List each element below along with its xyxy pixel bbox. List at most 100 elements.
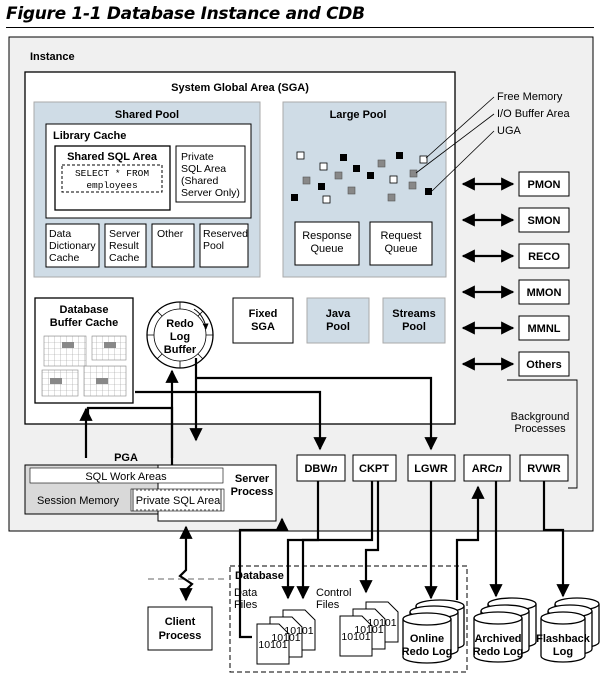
reserved-label-2: Pool <box>203 240 224 252</box>
instance-arrows <box>79 358 438 465</box>
data-file-bits-1: 10101 <box>284 625 313 637</box>
client-label-2: Process <box>159 630 202 642</box>
rvwr-box <box>519 454 569 482</box>
arcn-label: ARCn <box>472 463 503 475</box>
bottom-background-processes: DBWn CKPT LGWR ARCn RVWR <box>296 454 569 482</box>
bg-label-2: Processes <box>514 423 566 435</box>
control-file-bits-2: 10101 <box>354 624 383 636</box>
server-process-label-1: Server <box>235 473 270 485</box>
ckpt-box <box>352 454 397 482</box>
control-files-label-2: Files <box>316 599 340 611</box>
client-process-box <box>147 606 213 651</box>
others-label: Others <box>526 359 561 371</box>
title-rule <box>6 27 594 28</box>
flashback-label-2: Log <box>553 646 573 658</box>
streams-label-1: Streams <box>392 308 435 320</box>
streams-pool-box <box>382 297 446 344</box>
control-file-bits-3: 10101 <box>341 631 370 643</box>
data-files-label-2: Files <box>234 599 258 611</box>
dbwn-label: DBWn <box>304 463 337 475</box>
arcn-name: ARC <box>472 463 496 475</box>
arcn-suffix: n <box>496 463 503 475</box>
private-sql-area-inner <box>135 491 220 509</box>
database-box <box>229 565 468 673</box>
dbwn-name: DBW <box>304 463 331 475</box>
instance-label: Instance <box>30 51 75 63</box>
shared-sql-area-label: Shared SQL Area <box>67 151 158 163</box>
dbwn-box <box>296 454 346 482</box>
dbwn-suffix: n <box>331 463 338 475</box>
data-files-stack: 10101 10101 10101 <box>256 609 316 665</box>
java-pool-box <box>306 297 370 344</box>
session-memory-label: Session Memory <box>37 495 119 507</box>
reco-box <box>518 243 570 269</box>
sga-label: System Global Area (SGA) <box>171 82 309 94</box>
archived-redo-log-disks <box>473 597 537 663</box>
large-pool-label: Large Pool <box>330 109 387 121</box>
data-file-bits-3: 10101 <box>258 639 287 651</box>
request-label-1: Request <box>381 230 422 242</box>
flashback-label-1: Flashback <box>536 633 591 645</box>
free-memory-label: Free Memory <box>497 91 563 103</box>
private-sql-label-4: Server Only) <box>181 187 240 199</box>
sql-work-areas-label: SQL Work Areas <box>85 471 167 483</box>
pmon-label: PMON <box>528 179 561 191</box>
smon-box <box>518 207 570 233</box>
flashback-log-disks <box>540 597 600 663</box>
dbbc-label-1: Database <box>60 304 109 316</box>
client-server-link <box>178 525 194 602</box>
data-file-bits-2: 10101 <box>271 632 300 644</box>
private-sql-label-1: Private <box>181 151 214 163</box>
server-result-cache-box <box>104 223 147 268</box>
storage-arrows <box>238 481 570 639</box>
fixed-label-2: SGA <box>251 321 275 333</box>
io-buffer-area-label: I/O Buffer Area <box>497 108 570 120</box>
ddc-label-1: Data <box>49 228 71 240</box>
redo-log-buffer <box>146 301 214 369</box>
lgwr-label: LGWR <box>414 463 448 475</box>
server-process-label-2: Process <box>231 486 274 498</box>
online-redo-log-disks <box>402 599 465 664</box>
buffer-cache-blocks <box>41 335 127 397</box>
sql-statement-line1: SELECT * FROM <box>75 168 149 179</box>
java-label-1: Java <box>326 308 351 320</box>
request-queue-box <box>369 221 433 266</box>
large-pool-legend-leaders <box>415 96 495 192</box>
bg-label-1: Background <box>511 411 570 423</box>
rvwr-label: RVWR <box>527 463 560 475</box>
sql-statement-line2: employees <box>86 180 137 191</box>
control-file-bits-1: 10101 <box>367 617 396 629</box>
database-label: Database <box>235 570 284 582</box>
src-label-1: Server <box>109 228 140 240</box>
private-sql-label-2: SQL Area <box>181 163 226 175</box>
response-queue-box <box>294 221 360 266</box>
smon-label: SMON <box>528 215 561 227</box>
arcn-box <box>463 454 511 482</box>
redo-label-2: Log <box>170 331 190 343</box>
other-label: Other <box>157 228 184 240</box>
response-label-1: Response <box>302 230 352 242</box>
src-label-3: Cache <box>109 252 140 264</box>
reserved-pool-box <box>199 223 249 268</box>
src-label-2: Result <box>109 240 139 252</box>
other-box <box>151 223 195 268</box>
mmon-label: MMON <box>527 287 562 299</box>
ddc-label-2: Dictionary <box>49 240 96 252</box>
large-pool-memory-blocks <box>291 151 432 204</box>
figure-title: Figure 1-1 Database Instance and CDB <box>6 4 365 24</box>
reserved-label-1: Reserved <box>203 228 248 240</box>
pga-label: PGA <box>114 452 138 464</box>
pmon-box <box>518 171 570 197</box>
private-sql-label-3: (Shared <box>181 175 219 187</box>
shared-pool-label: Shared Pool <box>115 109 179 121</box>
redo-label-1: Redo <box>166 318 194 330</box>
sql-work-areas-box <box>29 467 224 484</box>
redo-label-3: Buffer <box>164 344 197 356</box>
others-box <box>518 351 570 377</box>
background-processes-bracket <box>507 379 578 489</box>
request-label-2: Queue <box>384 243 417 255</box>
fixed-label-1: Fixed <box>249 308 278 320</box>
library-cache-label: Library Cache <box>53 130 126 142</box>
mmnl-label: MMNL <box>528 323 561 335</box>
private-sql-area-label: Private SQL Area <box>136 495 221 507</box>
